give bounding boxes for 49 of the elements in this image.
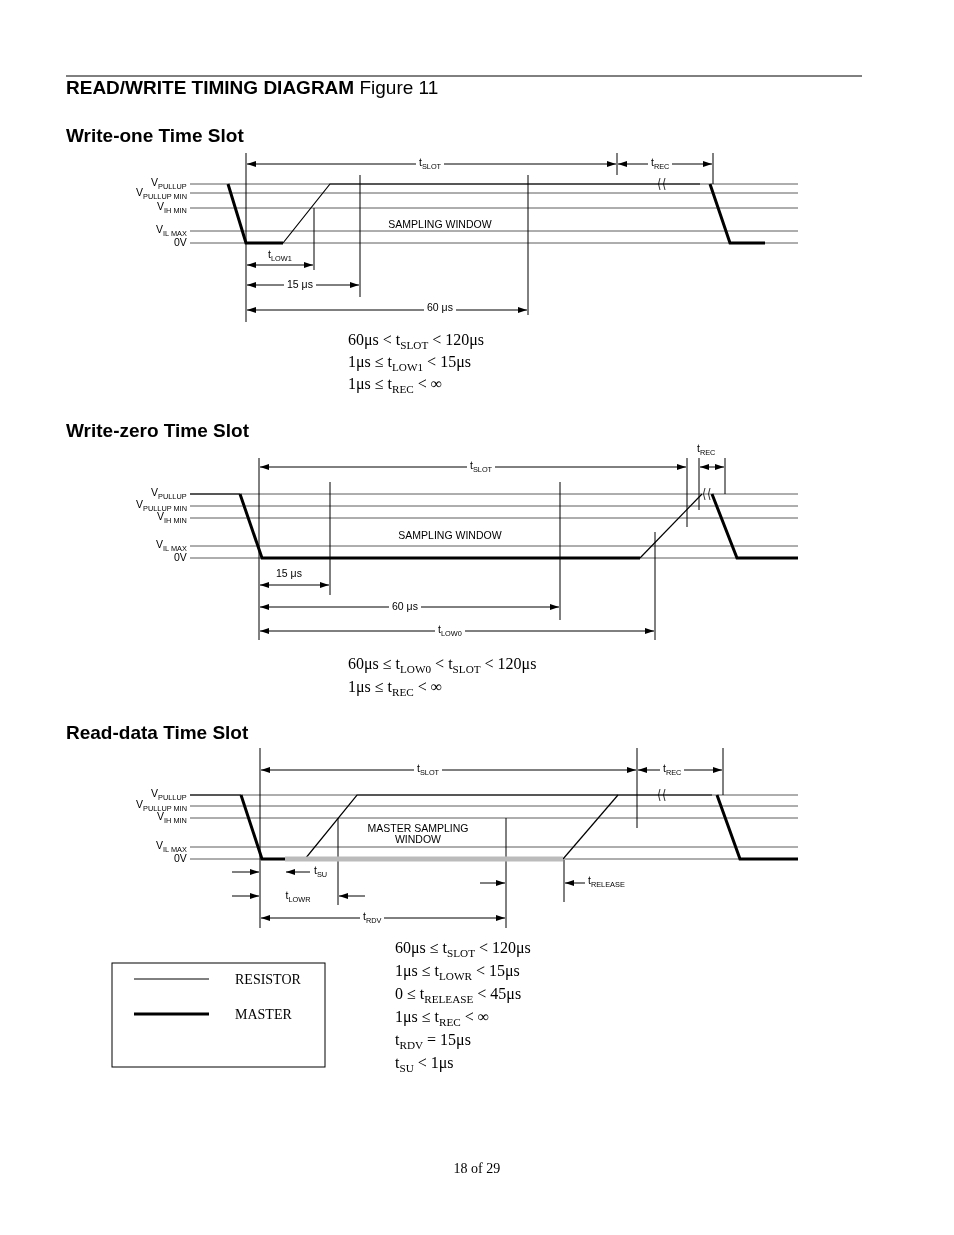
voltage-label: V$_{IL MAX}$ (156, 539, 187, 554)
constraint-text: 1μs ≤ t$_{REC}$ < ∞ (348, 677, 443, 698)
timing-label: t$_{REC}$ (697, 443, 716, 458)
constraint-text: 60μs ≤ t$_{LOW0}$ < t$_{SLOT}$ < 120μs (348, 654, 537, 675)
page-title: READ/WRITE TIMING DIAGRAM Figure 11 (66, 78, 439, 99)
section-heading: Read-data Time Slot (66, 722, 249, 744)
timing-label: t$_{LOWR}$ (285, 890, 311, 905)
timing-label: t$_{REC}$ (660, 763, 685, 778)
constraint-text: 1μs ≤ t$_{REC}$ < ∞ (395, 1007, 490, 1028)
window-label: SAMPLING WINDOW (387, 219, 493, 231)
dimension-label: 60 μs (424, 302, 456, 314)
timing-label: t$_{SLOT}$ (416, 157, 445, 172)
constraint-text: 60μs ≤ t$_{SLOT}$ < 120μs (395, 938, 531, 959)
constraint-text: 60μs < t$_{SLOT}$ < 120μs (348, 330, 485, 351)
voltage-label: 0V (174, 853, 187, 865)
voltage-label: 0V (174, 552, 187, 564)
voltage-label: V$_{IH MIN}$ (157, 511, 187, 526)
timing-label: t$_{LOW0}$ (435, 624, 465, 639)
section-heading: Write-zero Time Slot (66, 420, 249, 442)
page-number: 18 of 29 (453, 1160, 501, 1176)
voltage-label: V$_{PULLUP MIN}$ (136, 499, 187, 514)
voltage-label: V$_{PULLUP}$ (151, 487, 187, 502)
legend-text: RESISTOR (235, 971, 301, 987)
voltage-label: 0V (174, 237, 187, 249)
legend-text: MASTER (235, 1006, 292, 1022)
timing-label: t$_{SLOT}$ (414, 763, 443, 778)
constraint-text: t$_{SU}$ < 1μs (395, 1053, 454, 1074)
timing-label: t$_{REC}$ (648, 157, 673, 172)
section-heading: Write-one Time Slot (66, 125, 244, 147)
voltage-label: V$_{IH MIN}$ (157, 811, 187, 826)
window-label: MASTER SAMPLING WINDOW (366, 822, 470, 846)
timing-label: t$_{RELEASE}$ (588, 875, 625, 890)
voltage-label: V$_{IL MAX}$ (156, 840, 187, 855)
timing-label: t$_{LOW1}$ (265, 249, 295, 264)
voltage-label: V$_{PULLUP}$ (151, 177, 187, 192)
window-label: SAMPLING WINDOW (397, 530, 503, 542)
constraint-text: 1μs ≤ t$_{LOW1}$ < 15μs (348, 352, 471, 373)
constraint-text: 1μs ≤ t$_{REC}$ < ∞ (348, 374, 443, 395)
constraint-text: 0 ≤ t$_{RELEASE}$ < 45μs (395, 984, 522, 1005)
dimension-label: 60 μs (389, 601, 421, 613)
timing-label: t$_{RDV}$ (360, 911, 385, 926)
dimension-label: 15 μs (276, 568, 302, 580)
timing-label: t$_{SLOT}$ (467, 460, 496, 475)
voltage-label: V$_{IL MAX}$ (156, 224, 187, 239)
timing-label: t$_{SU}$ (314, 865, 328, 880)
dimension-label: 15 μs (284, 279, 316, 291)
constraint-text: t$_{RDV}$ = 15μs (395, 1030, 471, 1051)
voltage-label: V$_{IH MIN}$ (157, 201, 187, 216)
constraint-text: 1μs ≤ t$_{LOWR}$ < 15μs (395, 961, 520, 982)
